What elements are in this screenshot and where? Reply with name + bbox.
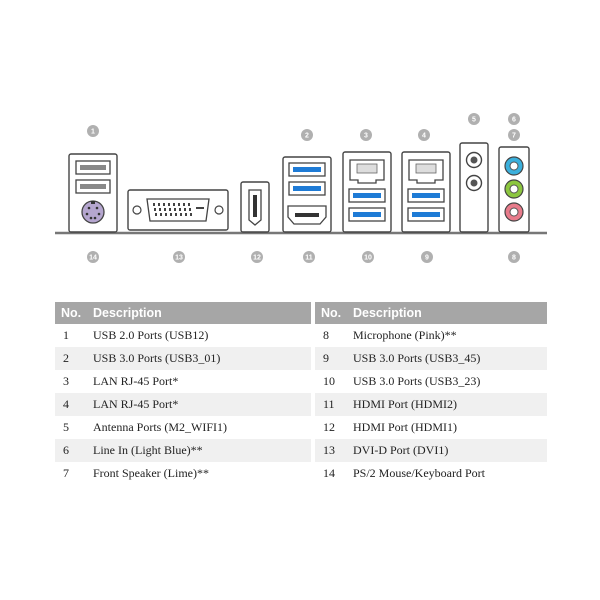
row-number: 2 (55, 347, 87, 370)
column-header-no: No. (315, 302, 347, 324)
callout-10: 10 (364, 255, 372, 262)
row-description: Microphone (Pink)** (353, 328, 457, 342)
row-description: USB 3.0 Ports (USB3_23) (353, 374, 481, 388)
lan-usb3-stack-b (401, 151, 451, 233)
table-header-row: No. Description (315, 302, 547, 324)
row-number: 7 (63, 466, 69, 480)
row-number: 14 (323, 466, 335, 480)
callout-3: 3 (364, 133, 368, 140)
ps2-port-icon (81, 200, 105, 224)
row-number: 3 (63, 374, 69, 388)
row-number: 8 (323, 328, 329, 342)
callout-6: 6 (512, 117, 516, 124)
table-row: 12 HDMI Port (HDMI1) (315, 416, 547, 439)
callouts-top: 1 2 3 4 5 6 7 (87, 113, 520, 141)
row-description: USB 2.0 Ports (USB12) (93, 328, 209, 342)
row-description: PS/2 Mouse/Keyboard Port (353, 466, 485, 480)
table-row: 5 Antenna Ports (M2_WIFI1) (55, 416, 311, 439)
usb3-hdmi-stack (282, 156, 332, 233)
row-description: LAN RJ-45 Port* (93, 374, 179, 388)
row-description: DVI-D Port (DVI1) (347, 439, 547, 462)
row-number: 1 (63, 328, 69, 342)
callout-14: 14 (89, 255, 97, 262)
row-description: HDMI Port (HDMI2) (347, 393, 547, 416)
column-header-no: No. (55, 302, 87, 324)
callout-1: 1 (91, 129, 95, 136)
row-description: USB 3.0 Ports (USB3_01) (87, 347, 311, 370)
audio-jack-stack (498, 146, 530, 233)
row-number: 6 (55, 439, 87, 462)
table-row: 1 USB 2.0 Ports (USB12) (55, 324, 311, 347)
row-number: 12 (323, 420, 335, 434)
row-description: HDMI Port (HDMI1) (353, 420, 457, 434)
table-row: 3 LAN RJ-45 Port* (55, 370, 311, 393)
table-header-row: No. Description (55, 302, 311, 324)
callout-2: 2 (305, 133, 309, 140)
hdmi-port-icon (240, 181, 270, 233)
callout-7: 7 (512, 133, 516, 140)
column-header-description: Description (347, 302, 547, 324)
row-number: 10 (323, 374, 335, 388)
callout-13: 13 (175, 255, 183, 262)
table-row: 8 Microphone (Pink)** (315, 324, 547, 347)
table-row: 10 USB 3.0 Ports (USB3_23) (315, 370, 547, 393)
port-table-left: No. Description 1 USB 2.0 Ports (USB12) 2… (55, 302, 311, 485)
callout-11: 11 (305, 255, 313, 262)
callout-12: 12 (253, 255, 261, 262)
row-description: LAN RJ-45 Port* (87, 393, 311, 416)
row-number: 9 (315, 347, 347, 370)
io-panel-diagram: 1 2 3 4 5 6 7 14 13 12 11 10 9 8 (55, 113, 547, 263)
row-description: USB 3.0 Ports (USB3_45) (347, 347, 547, 370)
row-number: 5 (63, 420, 69, 434)
column-header-description: Description (87, 302, 311, 324)
callout-4: 4 (422, 133, 426, 140)
lan-usb3-stack-a (342, 151, 392, 233)
row-number: 11 (315, 393, 347, 416)
callout-5: 5 (472, 117, 476, 124)
row-description: Front Speaker (Lime)** (93, 466, 209, 480)
callout-9: 9 (425, 255, 429, 262)
antenna-port-icon (459, 142, 489, 233)
callout-8: 8 (512, 255, 516, 262)
row-description: Antenna Ports (M2_WIFI1) (93, 420, 227, 434)
row-number: 4 (55, 393, 87, 416)
table-row: 14 PS/2 Mouse/Keyboard Port (315, 462, 547, 485)
usb2-ps2-stack (68, 153, 118, 233)
row-number: 13 (315, 439, 347, 462)
row-description: Line In (Light Blue)** (87, 439, 311, 462)
callouts-bottom: 14 13 12 11 10 9 8 (87, 251, 520, 263)
dvi-port-icon (127, 189, 229, 231)
table-row: 7 Front Speaker (Lime)** (55, 462, 311, 485)
